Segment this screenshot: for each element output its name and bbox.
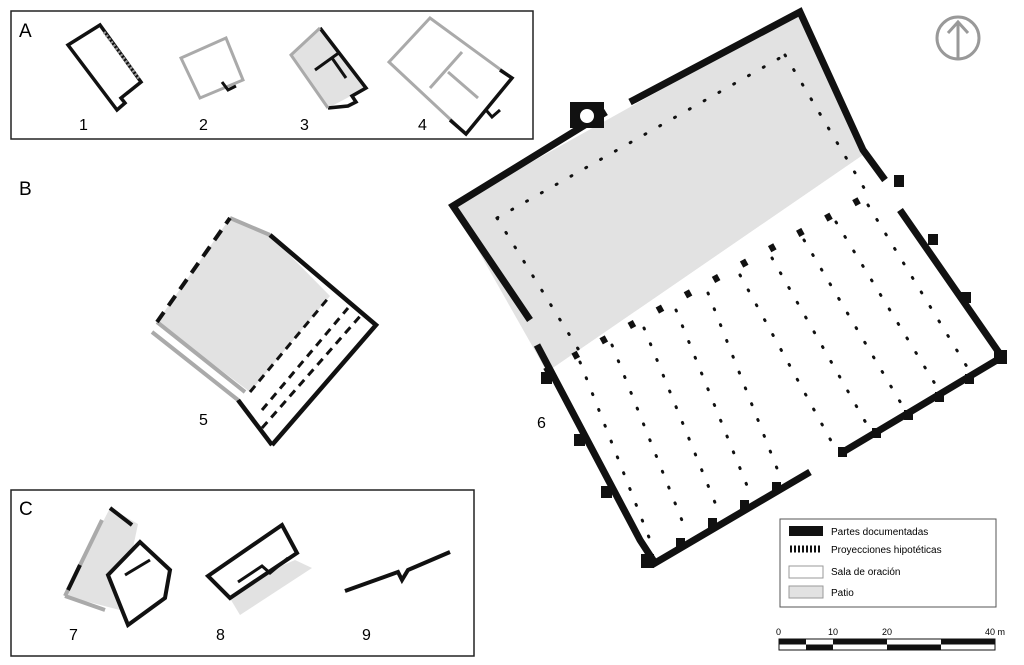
plan-7 <box>63 506 173 629</box>
legend-label-patio: Patio <box>831 588 854 599</box>
scale-tick-10: 10 <box>828 627 838 637</box>
legend-label-prayer-hall: Sala de oración <box>831 567 901 578</box>
panel-a-frame <box>10 10 534 140</box>
scale-tick-20: 20 <box>882 627 892 637</box>
plan-number-4: 4 <box>418 117 427 134</box>
plan-6 <box>448 7 1008 568</box>
plan-4 <box>386 16 515 137</box>
legend-swatch-prayer-hall <box>788 565 824 579</box>
plan-number-1: 1 <box>79 117 88 134</box>
scale-tick-0: 0 <box>776 627 781 637</box>
plan-5 <box>150 216 380 447</box>
panel-b-label: B <box>19 179 32 200</box>
plan-8 <box>204 522 312 615</box>
north-arrow-icon <box>935 15 981 61</box>
scale-tick-40: 40 m <box>985 627 1005 637</box>
panel-c-label: C <box>19 499 33 520</box>
plan-number-9: 9 <box>362 627 371 644</box>
plan-2 <box>178 35 245 100</box>
legend: Partes documentadas Proyecciones hipotét… <box>779 518 997 608</box>
plan-number-5: 5 <box>199 412 208 429</box>
plan-number-2: 2 <box>199 117 208 134</box>
plan-1 <box>65 22 144 113</box>
panel-c-frame <box>10 489 475 657</box>
plan-3 <box>289 26 369 110</box>
scale-bar: 0 10 20 40 m <box>776 627 1005 651</box>
plan-number-3: 3 <box>300 117 309 134</box>
legend-label-documented: Partes documentadas <box>831 527 928 538</box>
plan-9 <box>344 550 451 593</box>
legend-swatch-documented <box>789 526 823 536</box>
legend-label-hypothetical: Proyecciones hipotéticas <box>831 545 942 556</box>
legend-swatch-patio <box>788 585 824 599</box>
panel-a-label: A <box>19 21 32 42</box>
plan-number-6: 6 <box>537 415 546 432</box>
plan-number-7: 7 <box>69 627 78 644</box>
plan-number-8: 8 <box>216 627 225 644</box>
